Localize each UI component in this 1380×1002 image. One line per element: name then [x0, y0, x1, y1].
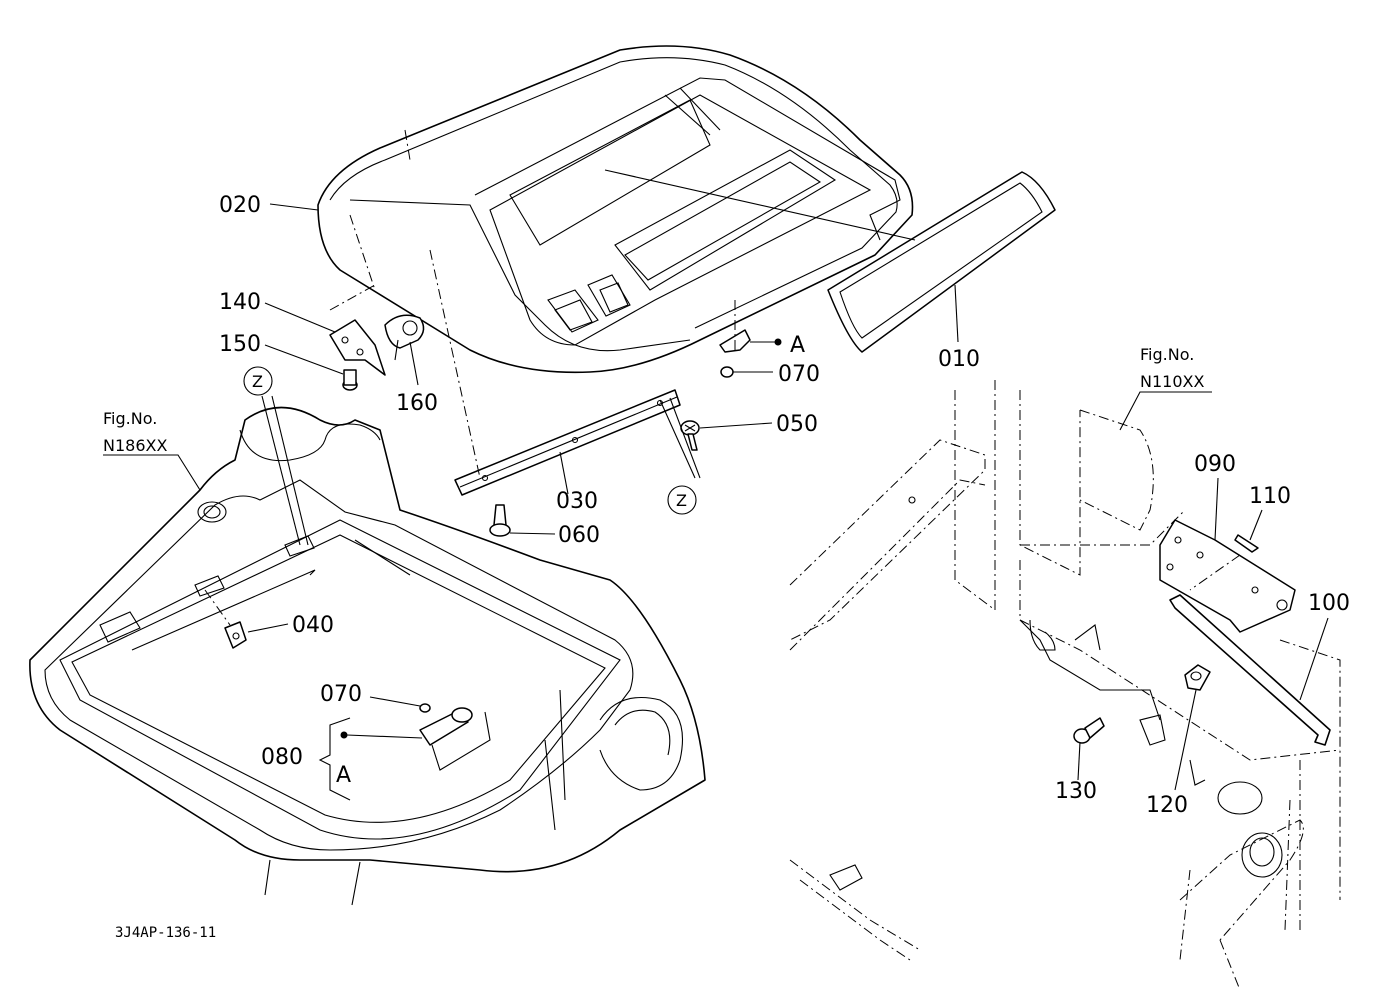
label-150: 150: [219, 332, 261, 357]
strip-030: [429, 249, 736, 496]
label-050: 050: [776, 412, 818, 437]
fig-right-line1: Fig.No.: [1140, 345, 1194, 364]
bolt-150: [342, 369, 358, 391]
bracket-090: [1159, 477, 1296, 633]
bracket-140: [329, 284, 386, 376]
latch-080: [318, 696, 491, 801]
screw-060: [489, 504, 556, 537]
callout-z-mid: [659, 397, 701, 515]
ref-a-top: A: [790, 333, 805, 358]
fig-left-line2: N186XX: [103, 436, 167, 455]
label-090: 090: [1194, 452, 1236, 477]
ref-z-top: Z: [252, 372, 263, 391]
diagram-code: 3J4AP-136-11: [115, 925, 216, 941]
label-080: 080: [261, 745, 303, 770]
fig-right-line2: N110XX: [1140, 372, 1204, 391]
label-020: 020: [219, 193, 261, 218]
label-160: 160: [396, 391, 438, 416]
panel-cover-020: [317, 45, 914, 374]
ref-z-mid: Z: [676, 491, 687, 510]
label-140: 140: [219, 290, 261, 315]
nut-120: [1174, 664, 1211, 791]
label-070-top: 070: [778, 362, 820, 387]
label-120: 120: [1146, 793, 1188, 818]
screw-050: [680, 420, 773, 451]
pin-110: [1189, 509, 1263, 591]
bolt-130: [1073, 717, 1105, 781]
rod-100: [1169, 594, 1331, 746]
label-070-left: 070: [320, 682, 362, 707]
clip-040: [224, 621, 289, 649]
frame-right: [789, 380, 1341, 991]
leader-lines: [264, 203, 773, 495]
display-lens-010: [604, 169, 1056, 353]
label-060: 060: [558, 523, 600, 548]
label-030: 030: [556, 489, 598, 514]
clamp-160: [384, 314, 425, 361]
label-010: 010: [938, 347, 980, 372]
part-labels: 020 140 150 160 010 070 050 030 060 040 …: [103, 193, 1350, 941]
label-100: 100: [1308, 591, 1350, 616]
fig-left-line1: Fig.No.: [103, 409, 157, 428]
label-040: 040: [292, 613, 334, 638]
clip-a-top: [719, 329, 782, 378]
callout-z-top: [243, 366, 309, 546]
label-130: 130: [1055, 779, 1097, 804]
dash-body-left: [29, 406, 706, 906]
label-110: 110: [1249, 484, 1291, 509]
ref-a-left: A: [336, 763, 351, 788]
